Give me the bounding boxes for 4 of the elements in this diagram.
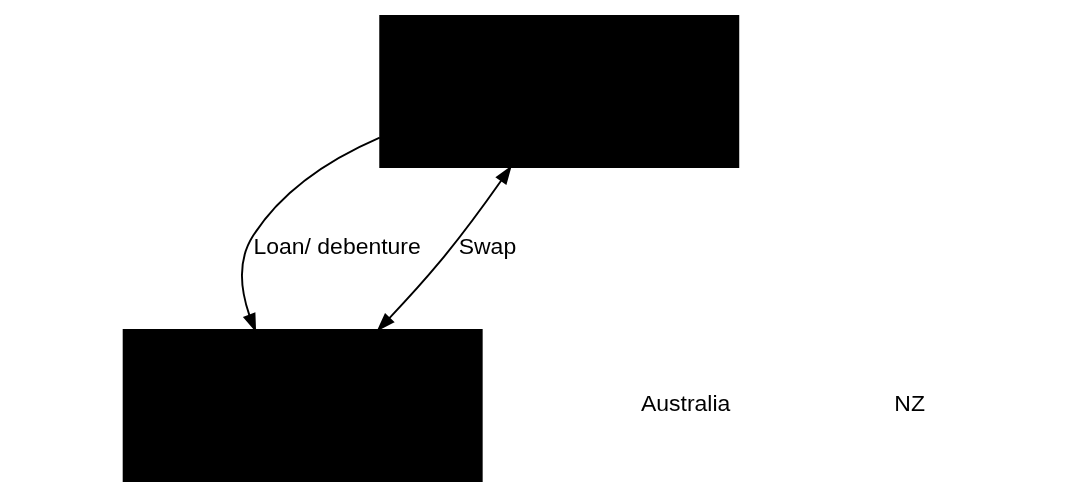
label: Australia bbox=[640, 390, 730, 417]
edge-label: Swap bbox=[458, 233, 516, 260]
label: NZ bbox=[893, 390, 925, 417]
edge-label: Loan/ debenture bbox=[252, 233, 421, 260]
